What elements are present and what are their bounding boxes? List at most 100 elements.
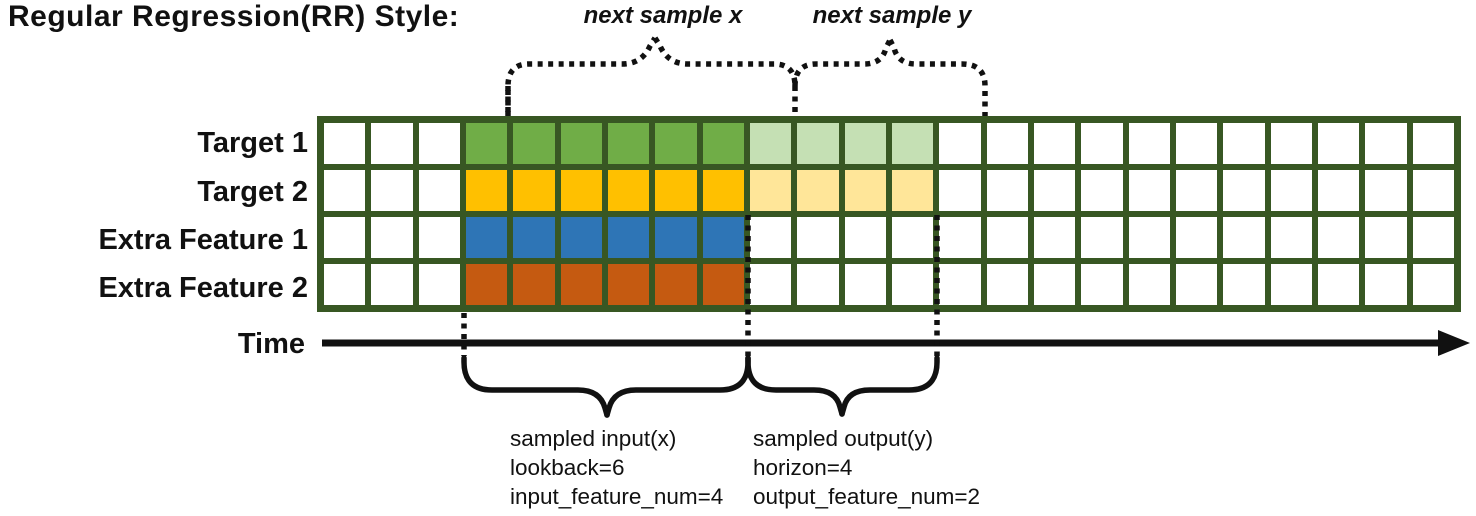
grid-cell [1223, 123, 1265, 164]
grid-cell [560, 217, 602, 258]
sampling-grid [317, 116, 1461, 312]
grid-cell [1128, 217, 1170, 258]
sampled-output-note: sampled output(y) horizon=4 output_featu… [753, 424, 980, 511]
next-sample-y-brace-icon [792, 38, 988, 116]
grid-cell [986, 217, 1028, 258]
grid-cell [513, 170, 555, 211]
grid-cell [1365, 264, 1407, 305]
grid-cell [1081, 123, 1123, 164]
grid-cell [465, 123, 508, 164]
grid-cell [749, 264, 792, 305]
grid-cell [797, 217, 839, 258]
grid-cell [702, 264, 744, 305]
grid-cell [1081, 264, 1123, 305]
grid-cell [844, 264, 886, 305]
grid-cell [324, 170, 366, 211]
grid-cell [607, 264, 650, 305]
grid-cell [655, 264, 697, 305]
grid-cell [939, 217, 981, 258]
grid-cell [1317, 170, 1360, 211]
grid-cell [513, 217, 555, 258]
lookback-value: lookback=6 [510, 455, 625, 480]
grid-cell [1081, 170, 1123, 211]
grid-cell [560, 264, 602, 305]
grid-cell [1317, 264, 1360, 305]
grid-cell [891, 123, 934, 164]
input-feature-num-value: input_feature_num=4 [510, 484, 724, 509]
grid-cell [939, 264, 981, 305]
grid-cell [513, 123, 555, 164]
grid-cell [939, 170, 981, 211]
grid-cell [1175, 217, 1218, 258]
grid-cell [749, 217, 792, 258]
grid-cell [655, 123, 697, 164]
next-sample-x-label: next sample x [583, 2, 743, 29]
grid-cell [465, 170, 508, 211]
grid-cell [1270, 264, 1312, 305]
grid-cell [844, 123, 886, 164]
grid-cell [1033, 264, 1076, 305]
grid-cell [1270, 170, 1312, 211]
row-label-extra-feature-1: Extra Feature 1 [98, 224, 308, 256]
next-sample-y-label: next sample y [812, 2, 972, 29]
grid-cell [418, 170, 460, 211]
row-label-target-1: Target 1 [197, 127, 308, 159]
grid-cell [1412, 264, 1454, 305]
grid-cell [418, 264, 460, 305]
grid-cell [1175, 170, 1218, 211]
grid-cell [513, 264, 555, 305]
grid-cell [1223, 264, 1265, 305]
grid-cell [1223, 217, 1265, 258]
grid-cell [1033, 217, 1076, 258]
grid-cell [607, 123, 650, 164]
grid-cell [655, 217, 697, 258]
grid-cell [465, 264, 508, 305]
grid-cell [560, 123, 602, 164]
grid-cell [1412, 123, 1454, 164]
page-title: Regular Regression(RR) Style: [8, 0, 460, 33]
grid-cell [560, 170, 602, 211]
grid-cell [1033, 123, 1076, 164]
grid-cell [844, 217, 886, 258]
grid-cell [655, 170, 697, 211]
grid-cell [607, 170, 650, 211]
grid-cell [797, 170, 839, 211]
grid-cell [939, 123, 981, 164]
grid-cell [797, 264, 839, 305]
row-label-extra-feature-2: Extra Feature 2 [98, 272, 308, 304]
grid-cell [1317, 123, 1360, 164]
grid-cell [1365, 217, 1407, 258]
grid-cell [1128, 170, 1170, 211]
grid-cell [702, 217, 744, 258]
grid-cell [844, 170, 886, 211]
grid-cell [891, 217, 934, 258]
grid-cell [749, 170, 792, 211]
grid-cell [891, 170, 934, 211]
grid-cell [986, 264, 1028, 305]
grid-cell [1081, 217, 1123, 258]
sampled-output-title: sampled output(y) [753, 426, 934, 451]
sampled-output-brace-icon [745, 355, 940, 417]
grid-cell [418, 217, 460, 258]
time-axis-arrow [322, 330, 1470, 356]
grid-cell [371, 217, 413, 258]
grid-cell [891, 264, 934, 305]
output-feature-num-value: output_feature_num=2 [753, 484, 981, 509]
grid-cell [1365, 170, 1407, 211]
grid-cell [324, 264, 366, 305]
next-sample-x-brace-icon [505, 36, 798, 116]
grid-cell [1175, 264, 1218, 305]
grid-cell [418, 123, 460, 164]
grid-cell [324, 123, 366, 164]
grid-cell [749, 123, 792, 164]
time-axis-label: Time [237, 328, 305, 360]
row-label-target-2: Target 2 [197, 176, 308, 208]
grid-cell [986, 170, 1028, 211]
grid-cell [1128, 123, 1170, 164]
sampled-input-title: sampled input(x) [510, 426, 677, 451]
grid-cell [797, 123, 839, 164]
grid-cell [1270, 217, 1312, 258]
sampled-input-note: sampled input(x) lookback=6 input_featur… [510, 424, 723, 511]
sampled-input-brace-icon [461, 355, 751, 418]
grid-cell [371, 264, 413, 305]
